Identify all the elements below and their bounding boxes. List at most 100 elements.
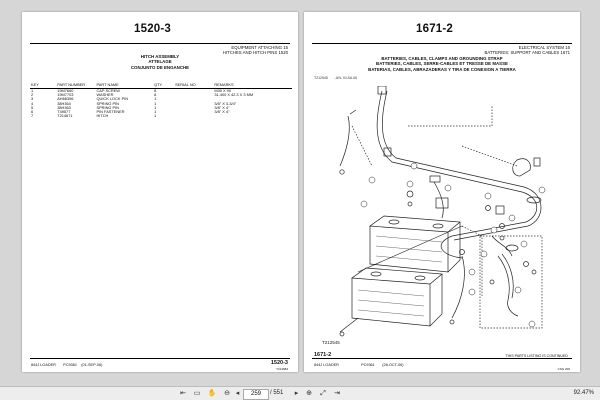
- footer-model: 844J LOADER: [31, 363, 56, 367]
- section-heading: ELECTRICAL SYSTEM 16 BATTERIES; SUPPORT …: [485, 45, 571, 56]
- col-part-name: PART NAME: [95, 82, 154, 89]
- col-serial: SERIAL NO.: [174, 82, 214, 89]
- ground-cable: [376, 90, 538, 259]
- cell-part: AH66396: [57, 96, 74, 102]
- page-number-input[interactable]: 259: [243, 388, 269, 400]
- save-icon[interactable]: ▭: [193, 390, 201, 397]
- table-row: 1 19M7660 CAP SCREW 8 M30 X 90: [30, 89, 292, 94]
- cell-key: 7: [31, 113, 34, 119]
- last-page-icon[interactable]: ⇥: [334, 390, 340, 397]
- figure-label: T212545: [322, 340, 340, 345]
- cell-part: 38H364: [57, 100, 71, 106]
- battery-upper: [369, 215, 461, 273]
- col-key: KEY: [30, 82, 57, 89]
- footer-date: (01-SEP-06): [81, 363, 103, 367]
- fit-page-icon[interactable]: ⤢: [320, 390, 326, 397]
- cable-clamp: [512, 158, 531, 177]
- header-rule: [312, 43, 572, 44]
- footer-catalog: PC9361: [63, 363, 78, 367]
- cell-key: 5: [31, 104, 34, 110]
- cell-qty: 1: [154, 113, 157, 119]
- left-page: 1520-3 EQUIPMENT ATTACHING 15 HITCHES AN…: [22, 12, 298, 372]
- cell-part: 19M7703: [57, 92, 74, 98]
- footer-page-number: 1520-3: [270, 360, 288, 366]
- cell-name: SPRING PIN: [96, 104, 119, 110]
- section-heading: EQUIPMENT ATTACHING 15 HITCHES AND HITCH…: [223, 45, 288, 56]
- footer-code: CSG 206: [557, 367, 570, 371]
- cell-qty: 1: [154, 104, 157, 110]
- title-english: BATTERIES, CABLES, CLAMPS AND GROUNDING …: [381, 56, 503, 61]
- page-number: 1520-3: [134, 23, 172, 35]
- viewer-toolbar: ⇤ ▭ ✋ ⊖ ◂ 259 / 551 ▸ ⊕ ⤢ ⇥ 92.47%: [0, 386, 600, 400]
- cell-remarks: 3/8" X 3-3/4": [214, 100, 237, 106]
- figure-title: HITCH ASSEMBLY ATTELAGE CONJUNTO DE ENGA…: [22, 54, 298, 70]
- cell-remarks: [213, 114, 292, 118]
- footer-rule: [312, 358, 572, 359]
- title-spanish: CONJUNTO DE ENGANCHE: [130, 64, 190, 70]
- zoom-in-icon[interactable]: ⊕: [306, 390, 312, 397]
- parts-table: KEY PART NUMBER PART NAME QTY. SERIAL NO…: [30, 82, 292, 118]
- cell-part: 19M7660: [57, 88, 74, 93]
- footer-continued-notice: THIS PARTS LISTING IS CONTINUED: [505, 354, 568, 358]
- footer-code: T214683: [276, 367, 288, 371]
- cell-name: HITCH: [96, 113, 109, 119]
- title-spanish: BATERIAS, CABLES, ABRAZADERAS Y TIRA DE …: [368, 66, 516, 72]
- zoom-out-icon[interactable]: ⊖: [224, 390, 230, 397]
- page-number: 1671-2: [416, 23, 454, 35]
- zoom-level[interactable]: 92.47%: [573, 390, 594, 396]
- cell-qty: 1: [154, 100, 157, 106]
- cell-remarks: M30 X 90: [214, 88, 232, 93]
- table-row: 5 38H363 SPRING PIN 1 3/8" X 4": [30, 104, 292, 110]
- cell-name: QUICK LOCK PIN: [96, 96, 129, 102]
- cell-remarks: 3/8" X 4": [214, 109, 230, 115]
- cell-key: 3: [31, 96, 34, 102]
- cell-remarks: 31.400 X 42.3 X 3 MM: [214, 92, 254, 98]
- cell-name: CAP SCREW: [96, 88, 120, 93]
- next-page-icon[interactable]: ▸: [294, 390, 299, 397]
- cell-key: 6: [31, 109, 34, 115]
- cell-remarks: 3/8" X 4": [214, 104, 230, 110]
- col-qty: QTY.: [153, 82, 175, 89]
- parts-header-row: KEY PART NUMBER PART NAME QTY. SERIAL NO…: [30, 82, 292, 89]
- cell-key: 1: [31, 88, 34, 93]
- footer-catalog: PC9361: [361, 363, 375, 367]
- cell-qty: 8: [154, 88, 157, 93]
- cell-key: 4: [31, 100, 34, 106]
- col-part-number: PART NUMBER: [56, 82, 96, 89]
- figure-reference: T212545 -UN- 01JUL06: [314, 76, 357, 80]
- first-page-icon[interactable]: ⇤: [180, 390, 186, 397]
- footer-date: (28-OCT-06): [382, 363, 404, 367]
- cell-name: PIN FASTENER: [96, 109, 125, 115]
- footer-info: 844J LOADER PC9361 (28-OCT-06): [314, 363, 404, 367]
- previous-page-icon[interactable]: ◂: [235, 390, 240, 397]
- table-row: 3 AH66396 QUICK LOCK PIN 1: [30, 97, 292, 101]
- header-rule: [30, 43, 290, 44]
- cell-name: SPRING PIN: [96, 100, 119, 106]
- footer-info: 844J LOADER PC9361 (01-SEP-06): [31, 363, 102, 367]
- battery-exploded-diagram: T212545: [322, 86, 546, 345]
- footer-rule: [30, 358, 290, 359]
- section-line: EQUIPMENT ATTACHING: [231, 45, 283, 50]
- right-page: 1671-2 ELECTRICAL SYSTEM 16 BATTERIES; S…: [304, 12, 580, 372]
- figure-note: -UN- 01JUL06: [334, 76, 358, 80]
- cell-part: 38H363: [57, 104, 71, 110]
- cable-terminal: [377, 86, 387, 95]
- table-row: 4 38H364 SPRING PIN 1 3/8" X 3-3/4": [30, 100, 292, 106]
- cell-qty: 1: [154, 109, 157, 115]
- section-subline: BATTERIES; SUPPORT AND CABLES 1671: [484, 50, 571, 56]
- figure-title: BATTERIES, CABLES, CLAMPS AND GROUNDING …: [304, 56, 580, 72]
- section-subline: HITCHES AND HITCH PINS 1520: [222, 50, 288, 56]
- footer-model: 844J LOADER: [314, 363, 339, 367]
- cell-key: 2: [31, 92, 34, 98]
- cell-qty: 1: [154, 96, 157, 102]
- title-french: BATTERIES, CABLES, SERRE-CABLES ET TRESS…: [376, 61, 508, 67]
- hand-tool-icon[interactable]: ✋: [207, 390, 217, 397]
- footer-page-number: 1671-2: [314, 352, 332, 358]
- figure-code: T212545: [314, 76, 328, 80]
- title-english: HITCH ASSEMBLY: [140, 54, 180, 59]
- section-code: 16: [565, 45, 570, 50]
